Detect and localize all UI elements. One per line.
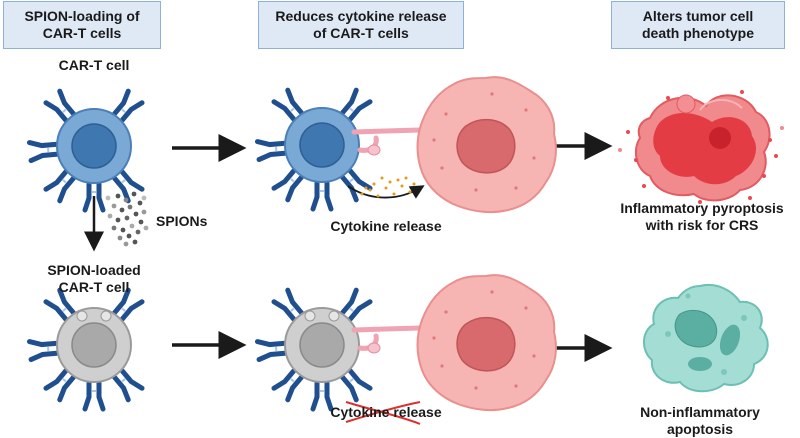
car-synapse-row1 [351, 127, 423, 156]
label-car-t-cell: CAR-T cell [58, 57, 130, 73]
pyroptotic-cell [618, 90, 784, 204]
car-t-cell-engaging [257, 90, 370, 209]
spion-loaded-car-t-engaging [257, 290, 370, 409]
tumor-cell-row1 [416, 76, 557, 214]
car-t-cell [29, 91, 142, 210]
label-pyroptosis: Inflammatory pyroptosis with risk for CR… [620, 200, 784, 233]
cytokine-arrow [347, 185, 425, 199]
label-spion-loaded: SPION-loaded CAR-T cell [47, 262, 141, 295]
header-alters-death: Alters tumor cell death phenotype [611, 1, 785, 49]
label-spions: SPIONs [156, 213, 208, 229]
header-reduces-cytokine: Reduces cytokine release of CAR-T cells [258, 1, 464, 49]
header-spion-loading: SPION-loading of CAR-T cells [3, 1, 161, 49]
spion-loaded-car-t-cell [29, 290, 142, 409]
apoptotic-cell [643, 284, 769, 393]
label-cytokine-release-blocked: Cytokine release [330, 404, 442, 420]
spion-particles [105, 191, 149, 247]
label-apoptosis: Non-inflammatory apoptosis [640, 404, 760, 437]
cytokine-dots [360, 176, 416, 198]
tumor-cell-row2 [416, 274, 557, 412]
cytokine-release-cross-out [345, 401, 421, 425]
car-synapse-row2 [351, 325, 423, 354]
label-cytokine-release: Cytokine release [330, 218, 442, 234]
